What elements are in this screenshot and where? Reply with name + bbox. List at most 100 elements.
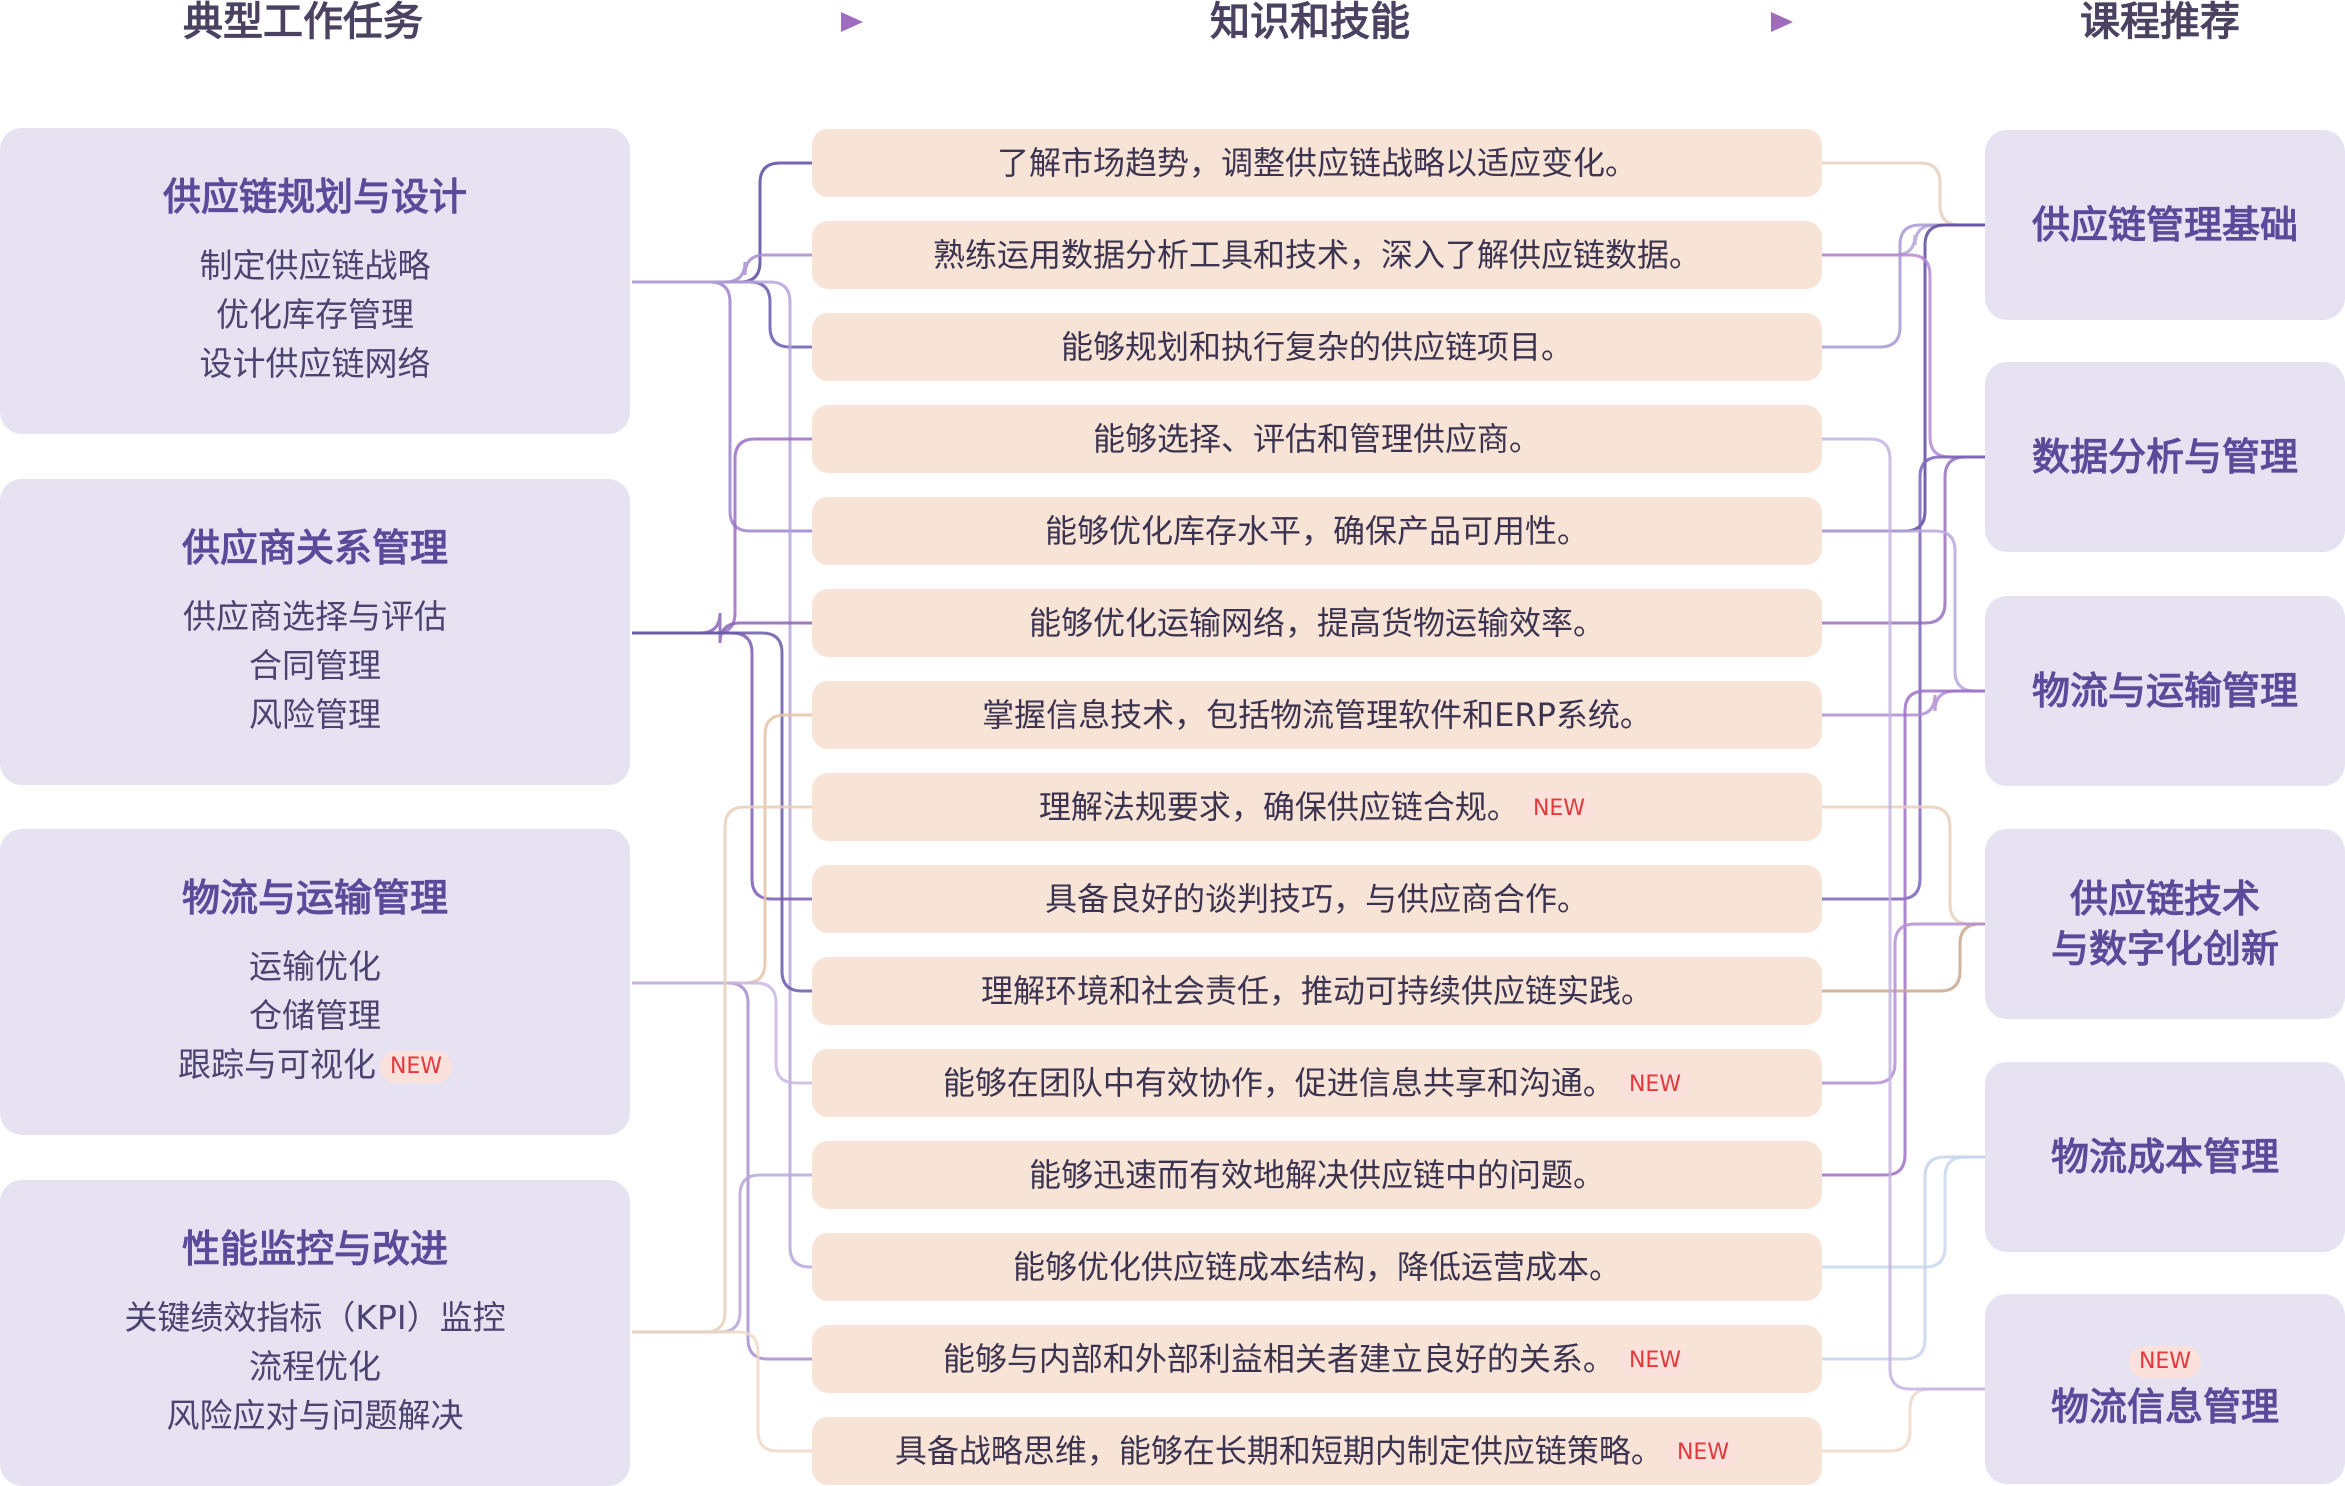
task-item-label: 关键绩效指标（KPI）监控 xyxy=(124,1298,506,1337)
new-badge: NEW xyxy=(1618,1069,1692,1101)
header-tasks: 典型工作任务 xyxy=(183,0,423,45)
skill-course-connector xyxy=(1822,1155,1985,1361)
task-skill-connector xyxy=(632,981,812,1361)
skill-course-connector xyxy=(1822,922,1985,1085)
course-title: 数据分析与管理 xyxy=(2031,435,2298,479)
new-badge: NEW xyxy=(379,1050,453,1083)
skill-text: 能够在团队中有效协作，促进信息共享和沟通。 xyxy=(942,1064,1615,1102)
task-item-list: 供应商选择与评估合同管理风险管理 xyxy=(0,592,630,739)
task-item-list: 制定供应链战略优化库存管理设计供应链网络 xyxy=(0,241,630,388)
task-item: 运输优化 xyxy=(0,942,630,991)
course-card: 供应链管理基础 xyxy=(1985,130,2345,320)
skill-course-connector xyxy=(1822,253,1985,459)
arrow-right-icon xyxy=(745,12,863,32)
skill-course-connector xyxy=(1822,223,1985,533)
task-item-label: 制定供应链战略 xyxy=(199,246,431,285)
skill-item: 能够优化运输网络，提高货物运输效率。 xyxy=(812,589,1822,657)
task-item-label: 供应商选择与评估 xyxy=(183,597,447,636)
skill-item: 能够在团队中有效协作，促进信息共享和沟通。NEW xyxy=(812,1049,1822,1117)
course-card: 物流成本管理 xyxy=(1985,1062,2345,1252)
header-courses: 课程推荐 xyxy=(2080,0,2240,45)
task-skill-connector xyxy=(632,161,812,284)
skill-text: 能够优化运输网络，提高货物运输效率。 xyxy=(1028,604,1605,642)
course-title: 供应链技术 xyxy=(2069,877,2260,921)
new-badge: NEW xyxy=(1666,1437,1740,1469)
skill-course-connector xyxy=(1822,437,1985,1391)
task-item: 风险应对与问题解决 xyxy=(0,1391,630,1440)
skill-course-connector xyxy=(1822,223,1985,349)
skill-text: 能够选择、评估和管理供应商。 xyxy=(1092,420,1541,458)
task-item: 流程优化 xyxy=(0,1342,630,1391)
task-item-label: 合同管理 xyxy=(249,646,381,685)
new-badge: NEW xyxy=(1522,793,1596,825)
course-card: 数据分析与管理 xyxy=(1985,362,2345,552)
task-item: 供应商选择与评估 xyxy=(0,592,630,641)
course-title: 物流与运输管理 xyxy=(2031,669,2298,713)
task-skill-connector xyxy=(632,981,812,1085)
task-item: 制定供应链战略 xyxy=(0,241,630,290)
skill-text: 能够迅速而有效地解决供应链中的问题。 xyxy=(1028,1156,1605,1194)
task-item-label: 跟踪与可视化 xyxy=(177,1045,376,1084)
task-skill-connector xyxy=(632,280,812,349)
skill-item: 能够优化供应链成本结构，降低运营成本。 xyxy=(812,1233,1822,1301)
skill-text: 理解法规要求，确保供应链合规。 xyxy=(1038,788,1519,826)
task-title: 性能监控与改进 xyxy=(181,1227,448,1271)
task-item-label: 风险管理 xyxy=(249,695,381,734)
skill-course-connector xyxy=(1822,161,1985,227)
skill-text: 能够规划和执行复杂的供应链项目。 xyxy=(1060,328,1573,366)
task-item-label: 优化库存管理 xyxy=(216,295,414,334)
course-card: 供应链技术与数字化创新 xyxy=(1985,829,2345,1019)
task-item: 设计供应链网络 xyxy=(0,339,630,388)
skill-text: 了解市场趋势，调整供应链战略以适应变化。 xyxy=(996,144,1637,182)
skill-text: 能够与内部和外部利益相关者建立良好的关系。 xyxy=(942,1340,1615,1378)
skill-text: 理解环境和社会责任，推动可持续供应链实践。 xyxy=(980,972,1653,1010)
course-title: 与数字化创新 xyxy=(2050,927,2279,971)
task-title: 供应商关系管理 xyxy=(181,526,448,570)
task-item: 仓储管理 xyxy=(0,991,630,1040)
skill-text: 能够优化库存水平，确保产品可用性。 xyxy=(1044,512,1589,550)
task-item-label: 运输优化 xyxy=(249,947,381,986)
skill-text: 具备战略思维，能够在长期和短期内制定供应链策略。 xyxy=(894,1432,1663,1470)
arrow-right-icon xyxy=(1675,12,1793,32)
task-skill-connector xyxy=(632,280,812,533)
task-item-label: 风险应对与问题解决 xyxy=(166,1396,464,1435)
course-title: 物流信息管理 xyxy=(2050,1385,2279,1429)
course-card: 物流与运输管理 xyxy=(1985,596,2345,786)
header-skills: 知识和技能 xyxy=(1210,0,1410,45)
task-skill-connector xyxy=(632,280,812,1269)
task-skill-connector xyxy=(632,805,812,1334)
task-skill-connector xyxy=(632,253,812,284)
task-skill-connector xyxy=(632,631,812,993)
task-item-list: 关键绩效指标（KPI）监控流程优化风险应对与问题解决 xyxy=(0,1293,630,1440)
task-item-label: 设计供应链网络 xyxy=(199,344,431,383)
skill-course-connector xyxy=(1822,455,1985,625)
task-card: 性能监控与改进关键绩效指标（KPI）监控流程优化风险应对与问题解决 xyxy=(0,1180,630,1486)
new-badge: NEW xyxy=(1618,1345,1692,1377)
skill-text: 能够优化供应链成本结构，降低运营成本。 xyxy=(1012,1248,1621,1286)
skill-item: 理解环境和社会责任，推动可持续供应链实践。 xyxy=(812,957,1822,1025)
skill-text: 掌握信息技术，包括物流管理软件和ERP系统。 xyxy=(982,696,1652,734)
task-title: 物流与运输管理 xyxy=(181,876,448,920)
task-item: 合同管理 xyxy=(0,641,630,690)
task-title: 供应链规划与设计 xyxy=(162,175,467,219)
skill-course-connector xyxy=(1822,455,1985,901)
skill-text: 熟练运用数据分析工具和技术，深入了解供应链数据。 xyxy=(932,236,1701,274)
skill-course-connector xyxy=(1822,1387,1985,1453)
skill-item: 能够与内部和外部利益相关者建立良好的关系。NEW xyxy=(812,1325,1822,1393)
task-item: 关键绩效指标（KPI）监控 xyxy=(0,1293,630,1342)
task-skill-connector xyxy=(632,713,812,985)
skill-course-connector xyxy=(1822,689,1985,1177)
skill-item: 具备战略思维，能够在长期和短期内制定供应链策略。NEW xyxy=(812,1417,1822,1485)
skill-item: 了解市场趋势，调整供应链战略以适应变化。 xyxy=(812,129,1822,197)
task-item-label: 流程优化 xyxy=(249,1347,381,1386)
task-skill-connector xyxy=(632,1330,812,1453)
skill-text: 具备良好的谈判技巧，与供应商合作。 xyxy=(1044,880,1589,918)
task-item: 风险管理 xyxy=(0,690,630,739)
task-skill-connector xyxy=(632,612,812,644)
task-skill-connector xyxy=(632,631,812,901)
skill-item: 能够选择、评估和管理供应商。 xyxy=(812,405,1822,473)
